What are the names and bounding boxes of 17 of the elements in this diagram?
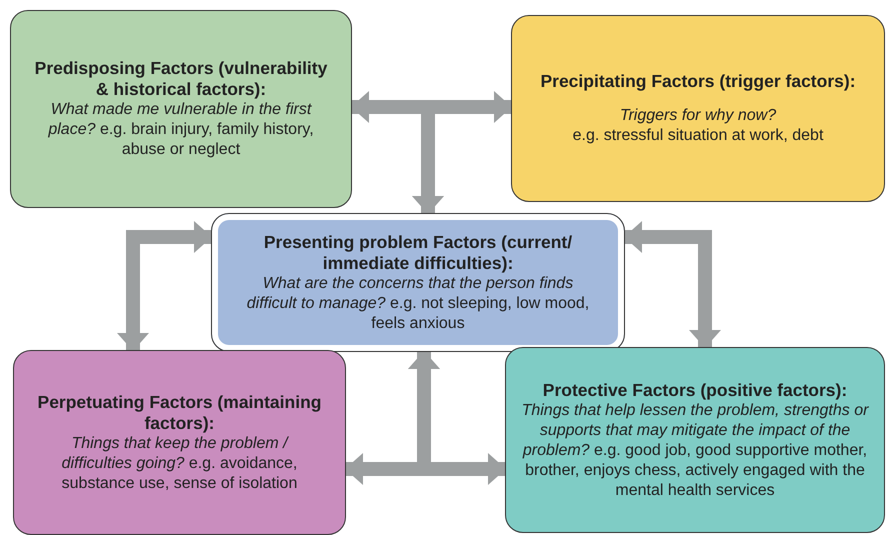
precipitating-factors-box [511, 15, 885, 202]
protective-factors-box [505, 347, 885, 533]
description: Things that help lessen the problem, strengths or supports that may mitigate the impact of the problem? e.g. good job, good supportive mother, brother, enjoys chess, actively engaged with the mental health services [520, 400, 870, 500]
heading: Protective Factors (positive factors): [542, 380, 848, 400]
description: What made me vulnerable in the first place? e.g. brain injury, family history, abuse or neglect [47, 100, 315, 160]
heading: Perpetuating Factors (maintaining factors): [36, 392, 322, 434]
description: Triggers for why now? e.g. stressful situation at work, debt [572, 106, 824, 146]
perpetuating-factors-box [13, 350, 346, 535]
arrow [624, 221, 721, 348]
description: Things that keep the problem / difficulties going? e.g. avoidance, substance use, sense of isolation [60, 434, 298, 494]
predisposing-factors-box [10, 10, 352, 208]
arrow [117, 221, 212, 351]
heading: Predisposing Factors (vulnerability & historical factors): [34, 58, 328, 100]
presenting-problem-box [211, 213, 625, 352]
heading: Precipitating Factors (trigger factors): [540, 71, 856, 92]
description: What are the concerns that the person finds difficult to manage? e.g. not sleeping, low mood, feels anxious [246, 274, 590, 334]
heading: Presenting problem Factors (current/ immediate difficulties): [262, 232, 574, 274]
